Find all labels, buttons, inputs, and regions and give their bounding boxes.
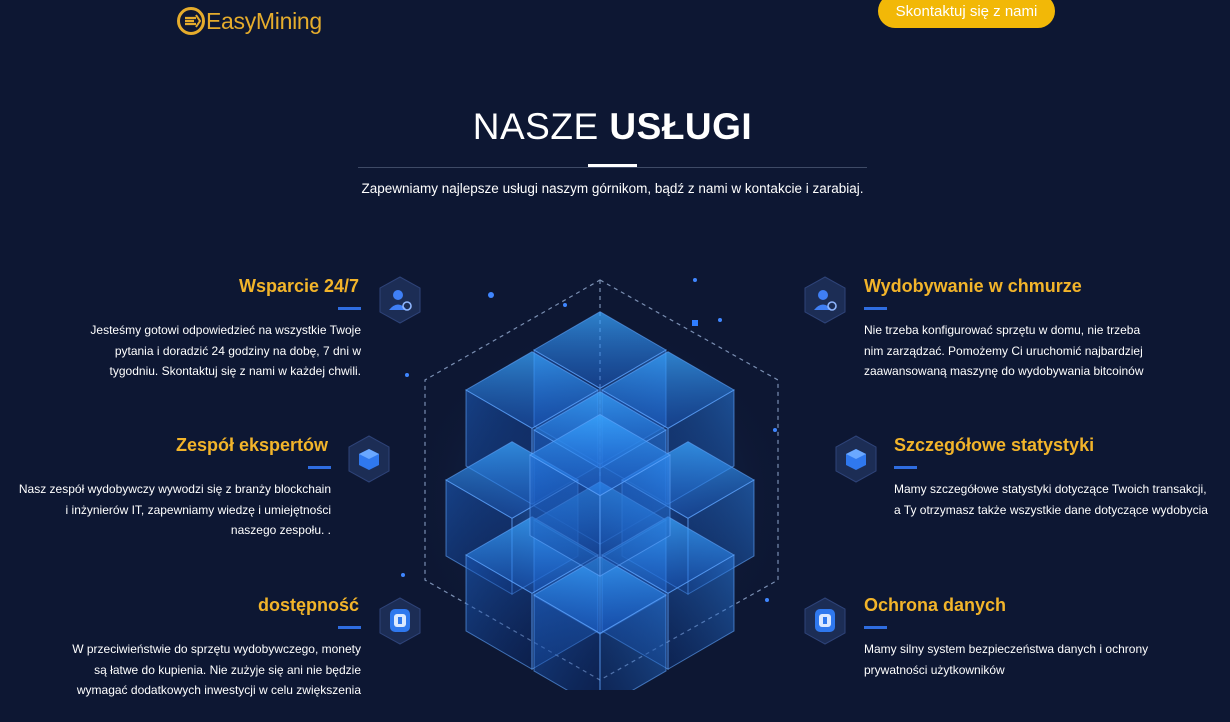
feature-title: Szczegółowe statystyki [894,435,1095,455]
feature-title: dostępność [258,595,360,615]
feature-title: Zespół ekspertów [176,435,329,455]
section-title-light: NASZE [472,106,610,147]
feature-description-line: naszego zespołu. . [230,523,331,537]
feature-description-line: zaawansowaną maszynę do wydobywania bitc… [864,364,1144,378]
title-divider [358,167,867,168]
feature-description-line: tygodniu. Skontaktuj się z nami w każdej… [109,364,361,378]
feature-description-line: i inżynierów IT, zapewniamy wiedzę i umi… [65,502,331,517]
cube-illustration [401,278,790,690]
cube-block [533,311,667,389]
feature-title: Ochrona danych [864,595,1007,615]
cube-block [601,351,735,429]
logo-text: EasyMining [206,7,322,34]
contact-button[interactable]: Skontaktuj się z nami [878,0,1055,28]
title-accent-bar [588,164,637,167]
feature-dash [308,466,331,469]
feature-description: Mamy szczegółowe statystyki dotyczące Tw… [894,479,1224,520]
feature-description: Mamy silny system bezpieczeństwa danych … [864,639,1194,680]
feature-description: Nasz zespół wydobywczy wywodzi się z bra… [8,479,331,541]
cube-block [465,351,599,429]
feature-dash [864,626,887,629]
feature-description-line: prywatności użytkowników [864,662,1005,677]
feature-description: Jesteśmy gotowi odpowiedzieć na wszystki… [40,320,361,382]
feature-dash [338,307,361,310]
section-title: NASZE USŁUGI [0,106,1225,148]
cube-block [529,413,671,497]
feature-description-line: są łatwe do kupienia. Nie zużyje się ani… [94,662,361,677]
feature-dash [894,466,917,469]
cube-icon [835,435,877,483]
feature-description-line: Mamy szczegółowe statystyki dotyczące Tw… [894,482,1207,496]
section-title-bold: USŁUGI [609,106,753,147]
feature-description-line: Jesteśmy gotowi odpowiedzieć na wszystki… [90,323,361,337]
section-subtitle: Zapewniamy najlepsze usługi naszym górni… [361,181,864,196]
logo-mark-icon [177,7,205,35]
feature-description-line: W przeciwieństwie do sprzętu wydobywczeg… [72,642,361,656]
feature-title: Wsparcie 24/7 [239,276,360,296]
shield-coin-icon [804,597,846,645]
cube-block [533,556,667,634]
user-headset-icon [379,276,421,324]
feature-description-line: nim zarządzać. Pomożemy Ci uruchomić naj… [864,343,1143,358]
user-headset-icon [804,276,846,324]
logo[interactable]: EasyMining [176,2,322,40]
feature-dash [864,307,887,310]
feature-title: Wydobywanie w chmurze [864,276,1082,296]
feature-dash [338,626,361,629]
feature-description: W przeciwieństwie do sprzętu wydobywczeg… [40,639,361,701]
feature-description-line: pytania i doradzić 24 godziny na dobę, 7… [114,343,361,358]
feature-description-line: Mamy silny system bezpieczeństwa danych … [864,642,1149,656]
feature-description-line: a Ty otrzymasz także wszystkie dane doty… [894,502,1208,517]
feature-description-line: Nie trzeba konfigurować sprzętu w domu, … [864,323,1141,337]
feature-description-line: wymagać dodatkowych inwestycji w celu zw… [76,683,361,697]
shield-coin-icon [379,597,421,645]
cube-icon [348,435,390,483]
feature-description: Nie trzeba konfigurować sprzętu w domu, … [864,320,1194,382]
feature-description-line: Nasz zespół wydobywczy wywodzi się z bra… [18,482,331,496]
